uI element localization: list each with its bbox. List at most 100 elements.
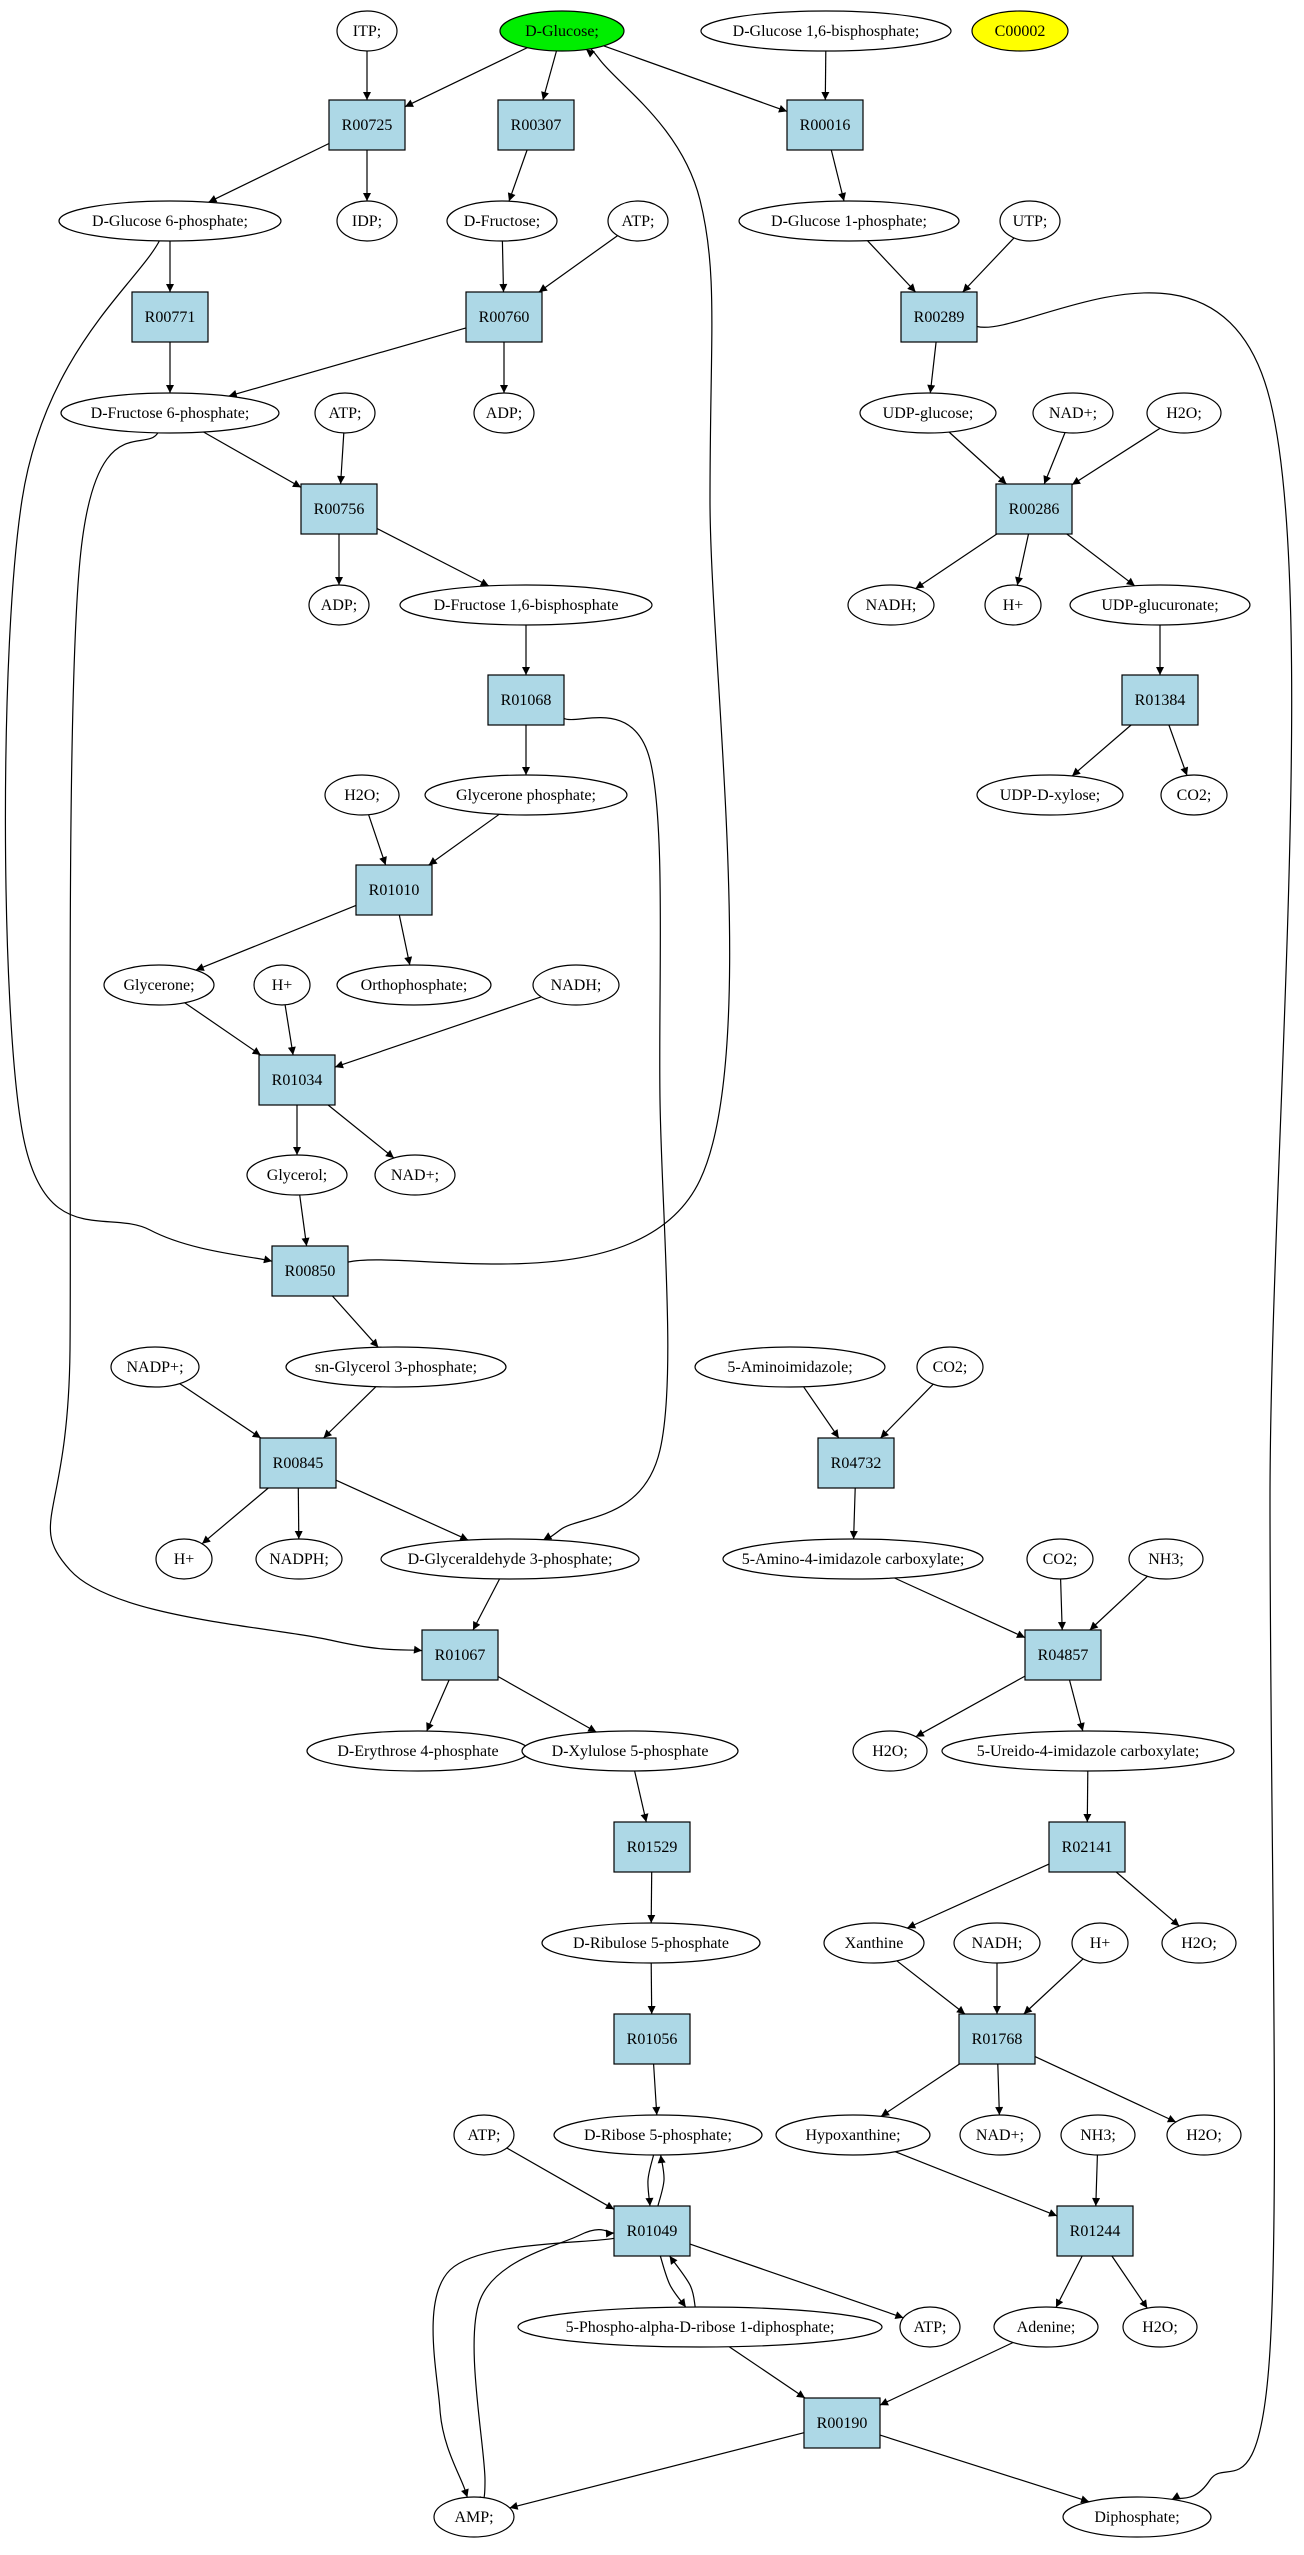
- r01768-label: R01768: [972, 2031, 1023, 2048]
- compound-node-itp[interactable]: ITP;: [336, 10, 398, 52]
- compound-node-d-glyceraldehyde-3p[interactable]: D-Glyceraldehyde 3-phosphate;: [380, 1538, 640, 1580]
- compound-node-xanthine[interactable]: Xanthine: [823, 1922, 925, 1964]
- edge-h-plus-4-to-r01768: [1023, 1958, 1084, 2015]
- reaction-node-r01034[interactable]: R01034: [258, 1054, 336, 1106]
- compound-node-nadh-1[interactable]: NADH;: [847, 584, 935, 626]
- compound-node-d-ribose-5p[interactable]: D-Ribose 5-phosphate;: [553, 2114, 763, 2156]
- compound-node-glycerol[interactable]: Glycerol;: [246, 1154, 348, 1196]
- compound-node-nh3-1[interactable]: NH3;: [1128, 1538, 1204, 1580]
- r00016-box: [786, 99, 864, 151]
- reaction-node-r01056[interactable]: R01056: [613, 2013, 691, 2065]
- reaction-node-r01244[interactable]: R01244: [1056, 2205, 1134, 2257]
- r00771-label: R00771: [145, 309, 196, 326]
- compound-node-aminoimidazole[interactable]: 5-Aminoimidazole;: [694, 1346, 886, 1388]
- compound-node-h2o-1[interactable]: H2O;: [1146, 392, 1222, 434]
- compound-node-nadph[interactable]: NADPH;: [255, 1538, 343, 1580]
- compound-node-h2o-5[interactable]: H2O;: [1166, 2114, 1242, 2156]
- compound-node-amp[interactable]: AMP;: [433, 2496, 515, 2538]
- compound-node-udp-glucuronate[interactable]: UDP-glucuronate;: [1069, 584, 1251, 626]
- compound-node-h2o-2[interactable]: H2O;: [324, 774, 400, 816]
- compound-node-udp-glucose[interactable]: UDP-glucose;: [859, 392, 997, 434]
- compound-node-nad-1[interactable]: NAD+;: [1032, 392, 1114, 434]
- compound-node-nadh-3[interactable]: NADH;: [953, 1922, 1041, 1964]
- compound-node-d-ribulose-5p[interactable]: D-Ribulose 5-phosphate: [541, 1922, 761, 1964]
- compound-node-d-xylulose-5p[interactable]: D-Xylulose 5-phosphate: [521, 1730, 739, 1772]
- reaction-node-r01768[interactable]: R01768: [958, 2013, 1036, 2065]
- reaction-node-r01067[interactable]: R01067: [421, 1629, 499, 1681]
- compound-node-h-plus-3[interactable]: H+: [155, 1538, 213, 1580]
- compound-node-prpp[interactable]: 5-Phospho-alpha-D-ribose 1-diphosphate;: [517, 2306, 883, 2348]
- reaction-node-r00307[interactable]: R00307: [497, 99, 575, 151]
- compound-node-h2o-3[interactable]: H2O;: [852, 1730, 928, 1772]
- compound-node-h-plus-2[interactable]: H+: [253, 964, 311, 1006]
- compound-node-atp-2[interactable]: ATP;: [314, 392, 376, 434]
- compound-node-hypoxanthine[interactable]: Hypoxanthine;: [775, 2114, 931, 2156]
- compound-node-glycerone-p[interactable]: Glycerone phosphate;: [424, 774, 628, 816]
- reaction-node-r01010[interactable]: R01010: [355, 864, 433, 916]
- compound-node-adp-2[interactable]: ADP;: [308, 584, 370, 626]
- reaction-node-r00190[interactable]: R00190: [803, 2397, 881, 2449]
- reaction-node-r01384[interactable]: R01384: [1121, 674, 1199, 726]
- compound-node-d-glucose-6p[interactable]: D-Glucose 6-phosphate;: [58, 200, 282, 242]
- compound-node-diphosphate[interactable]: Diphosphate;: [1062, 2496, 1212, 2538]
- compound-node-d-glucose[interactable]: D-Glucose;: [499, 10, 625, 52]
- compound-node-utp[interactable]: UTP;: [999, 200, 1061, 242]
- compound-node-d-glucose-16bp[interactable]: D-Glucose 1,6-bisphosphate;: [700, 10, 952, 52]
- compound-node-h2o-6[interactable]: H2O;: [1122, 2306, 1198, 2348]
- compound-node-atp-1[interactable]: ATP;: [607, 200, 669, 242]
- reaction-node-r01068[interactable]: R01068: [487, 674, 565, 726]
- compound-node-sn-glycerol-3p[interactable]: sn-Glycerol 3-phosphate;: [285, 1346, 507, 1388]
- reaction-node-r04732[interactable]: R04732: [817, 1437, 895, 1489]
- compound-node-atp-4[interactable]: ATP;: [899, 2306, 961, 2348]
- reaction-node-r04857[interactable]: R04857: [1024, 1629, 1102, 1681]
- compound-node-d-erythrose-4p[interactable]: D-Erythrose 4-phosphate: [306, 1730, 530, 1772]
- reaction-node-r00850[interactable]: R00850: [271, 1245, 349, 1297]
- edge-d-glucose-16bp-to-r00016: [821, 50, 830, 101]
- reaction-node-r00771[interactable]: R00771: [131, 291, 209, 343]
- compound-node-d-fructose[interactable]: D-Fructose;: [446, 200, 558, 242]
- reaction-node-r00756[interactable]: R00756: [300, 483, 378, 535]
- compound-node-nadh-2[interactable]: NADH;: [532, 964, 620, 1006]
- compound-node-orthophosphate[interactable]: Orthophosphate;: [336, 964, 492, 1006]
- compound-node-co2-1[interactable]: CO2;: [1160, 774, 1228, 816]
- compound-node-h-plus-4[interactable]: H+: [1071, 1922, 1129, 1964]
- edge-nad-1-to-r00286: [1043, 432, 1066, 485]
- reaction-node-r00725[interactable]: R00725: [328, 99, 406, 151]
- compound-node-c00002[interactable]: C00002: [971, 10, 1069, 52]
- compound-node-nadp[interactable]: NADP+;: [110, 1346, 200, 1388]
- reaction-node-r00845[interactable]: R00845: [259, 1437, 337, 1489]
- compound-node-atp-3[interactable]: ATP;: [453, 2114, 515, 2156]
- h2o-2-ellipse: [324, 774, 400, 816]
- compound-node-nh3-2[interactable]: NH3;: [1060, 2114, 1136, 2156]
- reaction-node-r00016[interactable]: R00016: [786, 99, 864, 151]
- h2o-6-label: H2O;: [1142, 2319, 1178, 2336]
- reaction-node-r00286[interactable]: R00286: [995, 483, 1073, 535]
- d-fructose-6p-label: D-Fructose 6-phosphate;: [91, 405, 250, 422]
- compound-node-glycerone[interactable]: Glycerone;: [103, 964, 215, 1006]
- reaction-node-r00289[interactable]: R00289: [900, 291, 978, 343]
- compound-node-idp[interactable]: IDP;: [336, 200, 398, 242]
- compound-node-adp-1[interactable]: ADP;: [473, 392, 535, 434]
- reaction-node-r00760[interactable]: R00760: [465, 291, 543, 343]
- compound-node-nad-2[interactable]: NAD+;: [374, 1154, 456, 1196]
- edge-utp-to-r00289: [962, 237, 1015, 293]
- compound-node-amino-imidazole-carbox[interactable]: 5-Amino-4-imidazole carboxylate;: [722, 1538, 984, 1580]
- compound-node-h2o-4[interactable]: H2O;: [1161, 1922, 1237, 1964]
- compound-node-d-fructose-6p[interactable]: D-Fructose 6-phosphate;: [60, 392, 280, 434]
- reaction-node-r02141[interactable]: R02141: [1048, 1821, 1126, 1873]
- compound-node-d-glucose-1p[interactable]: D-Glucose 1-phosphate;: [738, 200, 960, 242]
- compound-node-ureido-imidazole-carbox[interactable]: 5-Ureido-4-imidazole carboxylate;: [941, 1730, 1235, 1772]
- compound-node-d-fructose-16bp[interactable]: D-Fructose 1,6-bisphosphate: [399, 584, 653, 626]
- diphosphate-ellipse: [1062, 2496, 1212, 2538]
- reaction-node-r01049[interactable]: R01049: [613, 2205, 691, 2257]
- compound-node-co2-2[interactable]: CO2;: [916, 1346, 984, 1388]
- r00286-box: [995, 483, 1073, 535]
- edge-r01056-to-d-ribose-5p: [652, 2063, 661, 2116]
- compound-node-nad-3[interactable]: NAD+;: [959, 2114, 1041, 2156]
- compound-node-udp-xylose[interactable]: UDP-D-xylose;: [976, 774, 1124, 816]
- compound-node-co2-3[interactable]: CO2;: [1026, 1538, 1094, 1580]
- compound-node-adenine[interactable]: Adenine;: [993, 2306, 1099, 2348]
- compound-node-h-plus-1[interactable]: H+: [984, 584, 1042, 626]
- reaction-node-r01529[interactable]: R01529: [613, 1821, 691, 1873]
- idp-label: IDP;: [352, 213, 382, 230]
